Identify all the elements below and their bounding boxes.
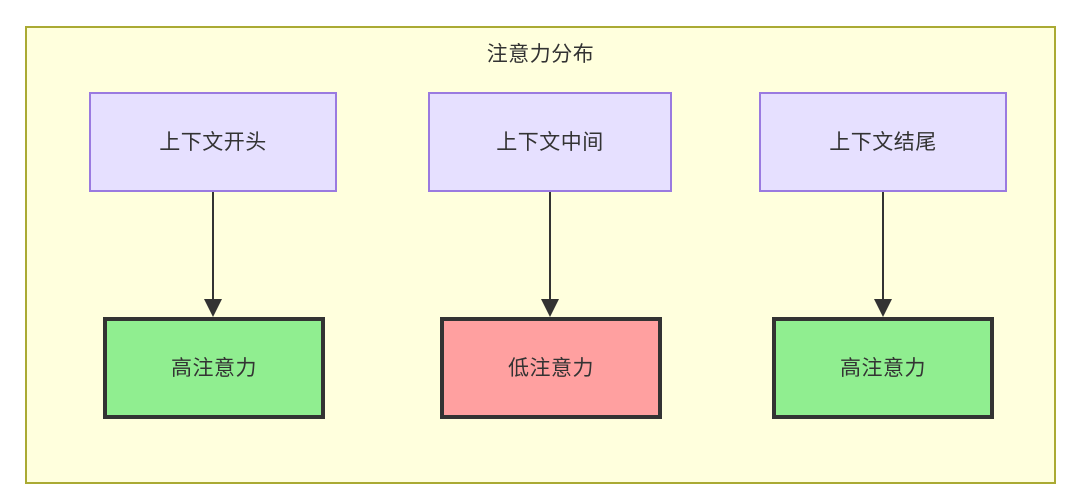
node-attention-middle-low[interactable]: 低注意力 [440, 317, 662, 419]
subgraph-title: 注意力分布 [486, 43, 595, 66]
node-attention-end-high[interactable]: 高注意力 [772, 317, 994, 419]
node-context-end[interactable]: 上下文结尾 [759, 92, 1007, 192]
node-context-middle[interactable]: 上下文中间 [428, 92, 672, 192]
node-attention-start-high[interactable]: 高注意力 [103, 317, 325, 419]
node-context-start[interactable]: 上下文开头 [89, 92, 337, 192]
